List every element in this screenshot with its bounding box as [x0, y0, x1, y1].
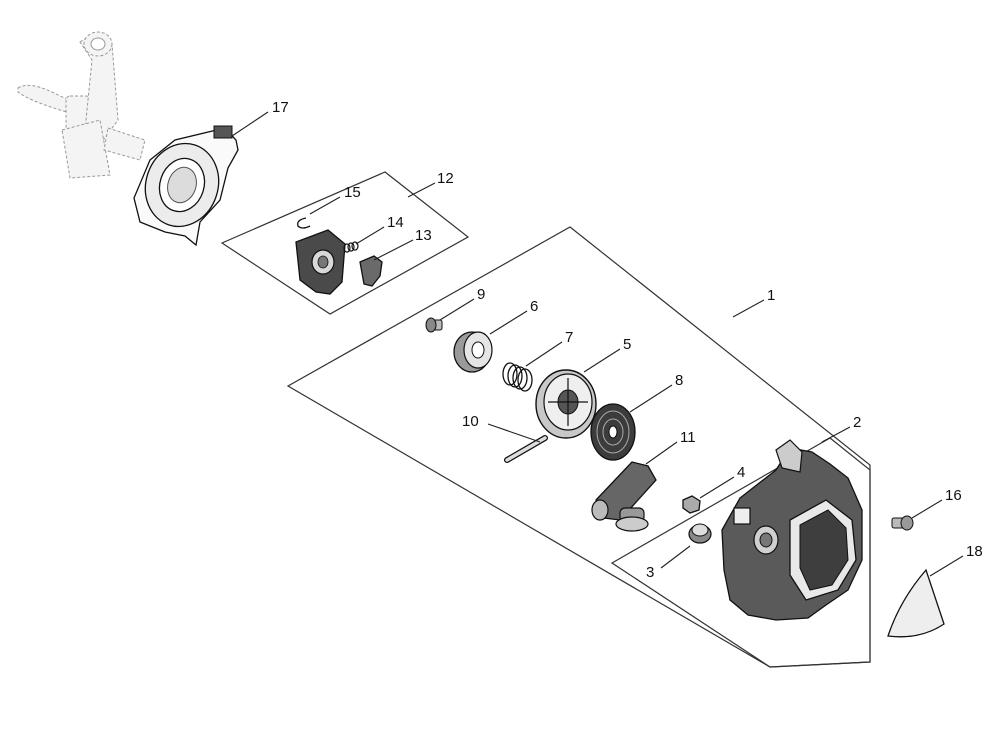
callout-5: 5 — [623, 336, 631, 353]
callout-16: 16 — [945, 487, 962, 504]
callout-3: 3 — [646, 564, 654, 581]
callout-11: 11 — [680, 429, 696, 446]
callout-6: 6 — [530, 298, 538, 315]
handle-11 — [591, 461, 657, 532]
assembly-frame-12 — [220, 171, 470, 315]
callout-8: 8 — [675, 372, 683, 389]
pawl-carrier-12 — [295, 229, 346, 295]
callout-labels: 17 12 15 14 13 9 6 7 5 8 1 10 11 2 4 3 1… — [272, 99, 983, 581]
spring-7 — [502, 362, 533, 392]
clip-15 — [297, 217, 311, 229]
bolt-16 — [891, 515, 914, 531]
callout-17: 17 — [272, 99, 289, 116]
callout-10: 10 — [462, 413, 479, 430]
leader-lines — [231, 111, 964, 577]
recoil-spring-8 — [590, 403, 636, 461]
crankshaft-ghost — [17, 31, 146, 179]
backplate-17 — [133, 125, 239, 247]
nut-4 — [682, 495, 701, 514]
pawl-13 — [359, 255, 383, 287]
starter-case-2 — [721, 439, 863, 621]
callout-7: 7 — [565, 329, 573, 346]
callout-12: 12 — [437, 170, 454, 187]
callout-2: 2 — [853, 414, 861, 431]
reel-5 — [535, 369, 597, 439]
callout-15: 15 — [344, 184, 361, 201]
cover-18 — [887, 568, 945, 638]
callout-9: 9 — [477, 286, 485, 303]
callout-1: 1 — [767, 287, 775, 304]
screw-9 — [425, 317, 443, 333]
callout-18: 18 — [966, 543, 983, 560]
callout-13: 13 — [415, 227, 432, 244]
grommet-3 — [688, 523, 712, 544]
hub-6 — [453, 331, 493, 373]
spring-14 — [343, 241, 359, 253]
callout-4: 4 — [737, 464, 745, 481]
callout-14: 14 — [387, 214, 404, 231]
